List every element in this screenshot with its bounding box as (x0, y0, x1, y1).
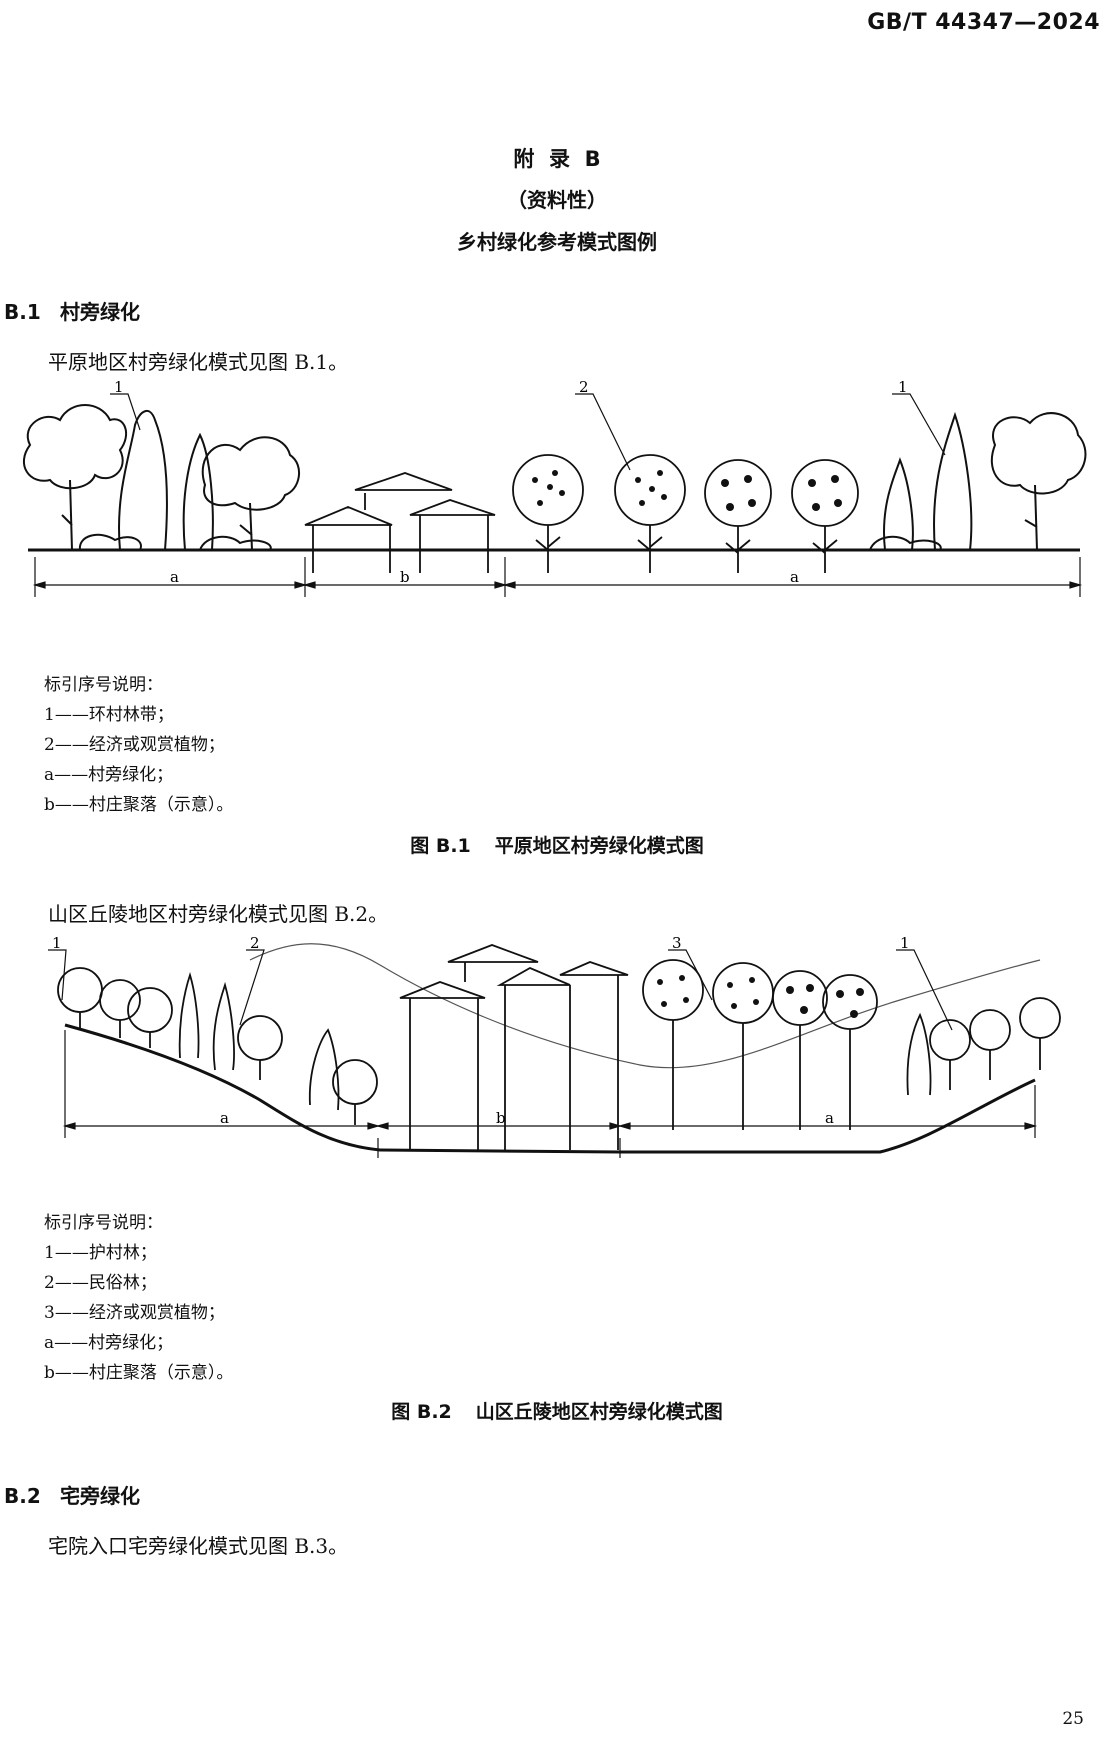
paragraph-b1-2-intro: 山区丘陵地区村旁绿化模式见图 B.2。 (48, 902, 389, 926)
caption-text: 山区丘陵地区村旁绿化模式图 (475, 1401, 723, 1423)
section-number: B.2 (4, 1484, 41, 1508)
callout-1-right: 1 (898, 378, 908, 396)
page-number: 25 (1062, 1709, 1084, 1729)
section-title: 宅旁绿化 (60, 1484, 140, 1508)
figure-b2-key: 标引序号说明： 1——护村林； 2——民俗林； 3——经济或观赏植物； a——村… (44, 1208, 233, 1388)
callout-1-right: 1 (900, 934, 910, 952)
figure-b2-diagram: 1 2 3 1 a b a (48, 934, 1061, 1158)
key-item: a——村旁绿化； (44, 765, 174, 785)
callout-2: 2 (579, 378, 589, 396)
figure-b1-key: 标引序号说明： 1——环村林带； 2——经济或观赏植物； a——村旁绿化； b—… (44, 670, 233, 820)
appendix-name: 乡村绿化参考模式图例 (457, 230, 657, 254)
dimension-label-a-left: a (220, 1109, 229, 1127)
key-item: 2——经济或观赏植物； (44, 735, 225, 755)
callout-1-left: 1 (52, 934, 62, 952)
key-item: 2——民俗林； (44, 1273, 157, 1293)
paragraph-b2-intro: 宅院入口宅旁绿化模式见图 B.3。 (48, 1534, 349, 1558)
dimension-label-b: b (496, 1109, 506, 1127)
key-title: 标引序号说明： (44, 675, 163, 695)
key-item: 1——环村林带； (44, 705, 174, 725)
dimension-label-a-left: a (170, 568, 179, 586)
key-item: 1——护村林； (44, 1243, 157, 1263)
callout-3: 3 (672, 934, 682, 952)
paragraph-b1-intro: 平原地区村旁绿化模式见图 B.1。 (48, 350, 349, 374)
figure-b1-diagram: 1 2 1 a b a (23, 378, 1087, 597)
key-item: b——村庄聚落（示意）。 (44, 1363, 234, 1383)
caption-label: 图 B.1 (410, 835, 471, 857)
standard-code: GB/T 44347—2024 (867, 10, 1100, 35)
section-heading-b2: B.2 宅旁绿化 (4, 1480, 140, 1509)
section-number: B.1 (4, 300, 41, 324)
key-item: a——村旁绿化； (44, 1333, 174, 1353)
section-heading-b1: B.1 村旁绿化 (4, 296, 140, 325)
figure-b1-caption: 图 B.1 平原地区村旁绿化模式图 (0, 831, 1114, 858)
callout-1-left: 1 (114, 378, 124, 396)
key-item: 3——经济或观赏植物； (44, 1303, 225, 1323)
key-title: 标引序号说明： (44, 1213, 163, 1233)
key-item: b——村庄聚落（示意）。 (44, 795, 234, 815)
dimension-label-b: b (400, 568, 410, 586)
callout-2: 2 (250, 934, 260, 952)
section-title: 村旁绿化 (60, 300, 140, 324)
dimension-label-a-right: a (790, 568, 799, 586)
appendix-nature: （资料性） (507, 188, 607, 212)
figure-b2-caption: 图 B.2 山区丘陵地区村旁绿化模式图 (0, 1397, 1114, 1424)
caption-label: 图 B.2 (391, 1401, 452, 1423)
caption-text: 平原地区村旁绿化模式图 (494, 835, 704, 857)
dimension-label-a-right: a (825, 1109, 834, 1127)
appendix-title: 附 录 B (513, 147, 601, 171)
